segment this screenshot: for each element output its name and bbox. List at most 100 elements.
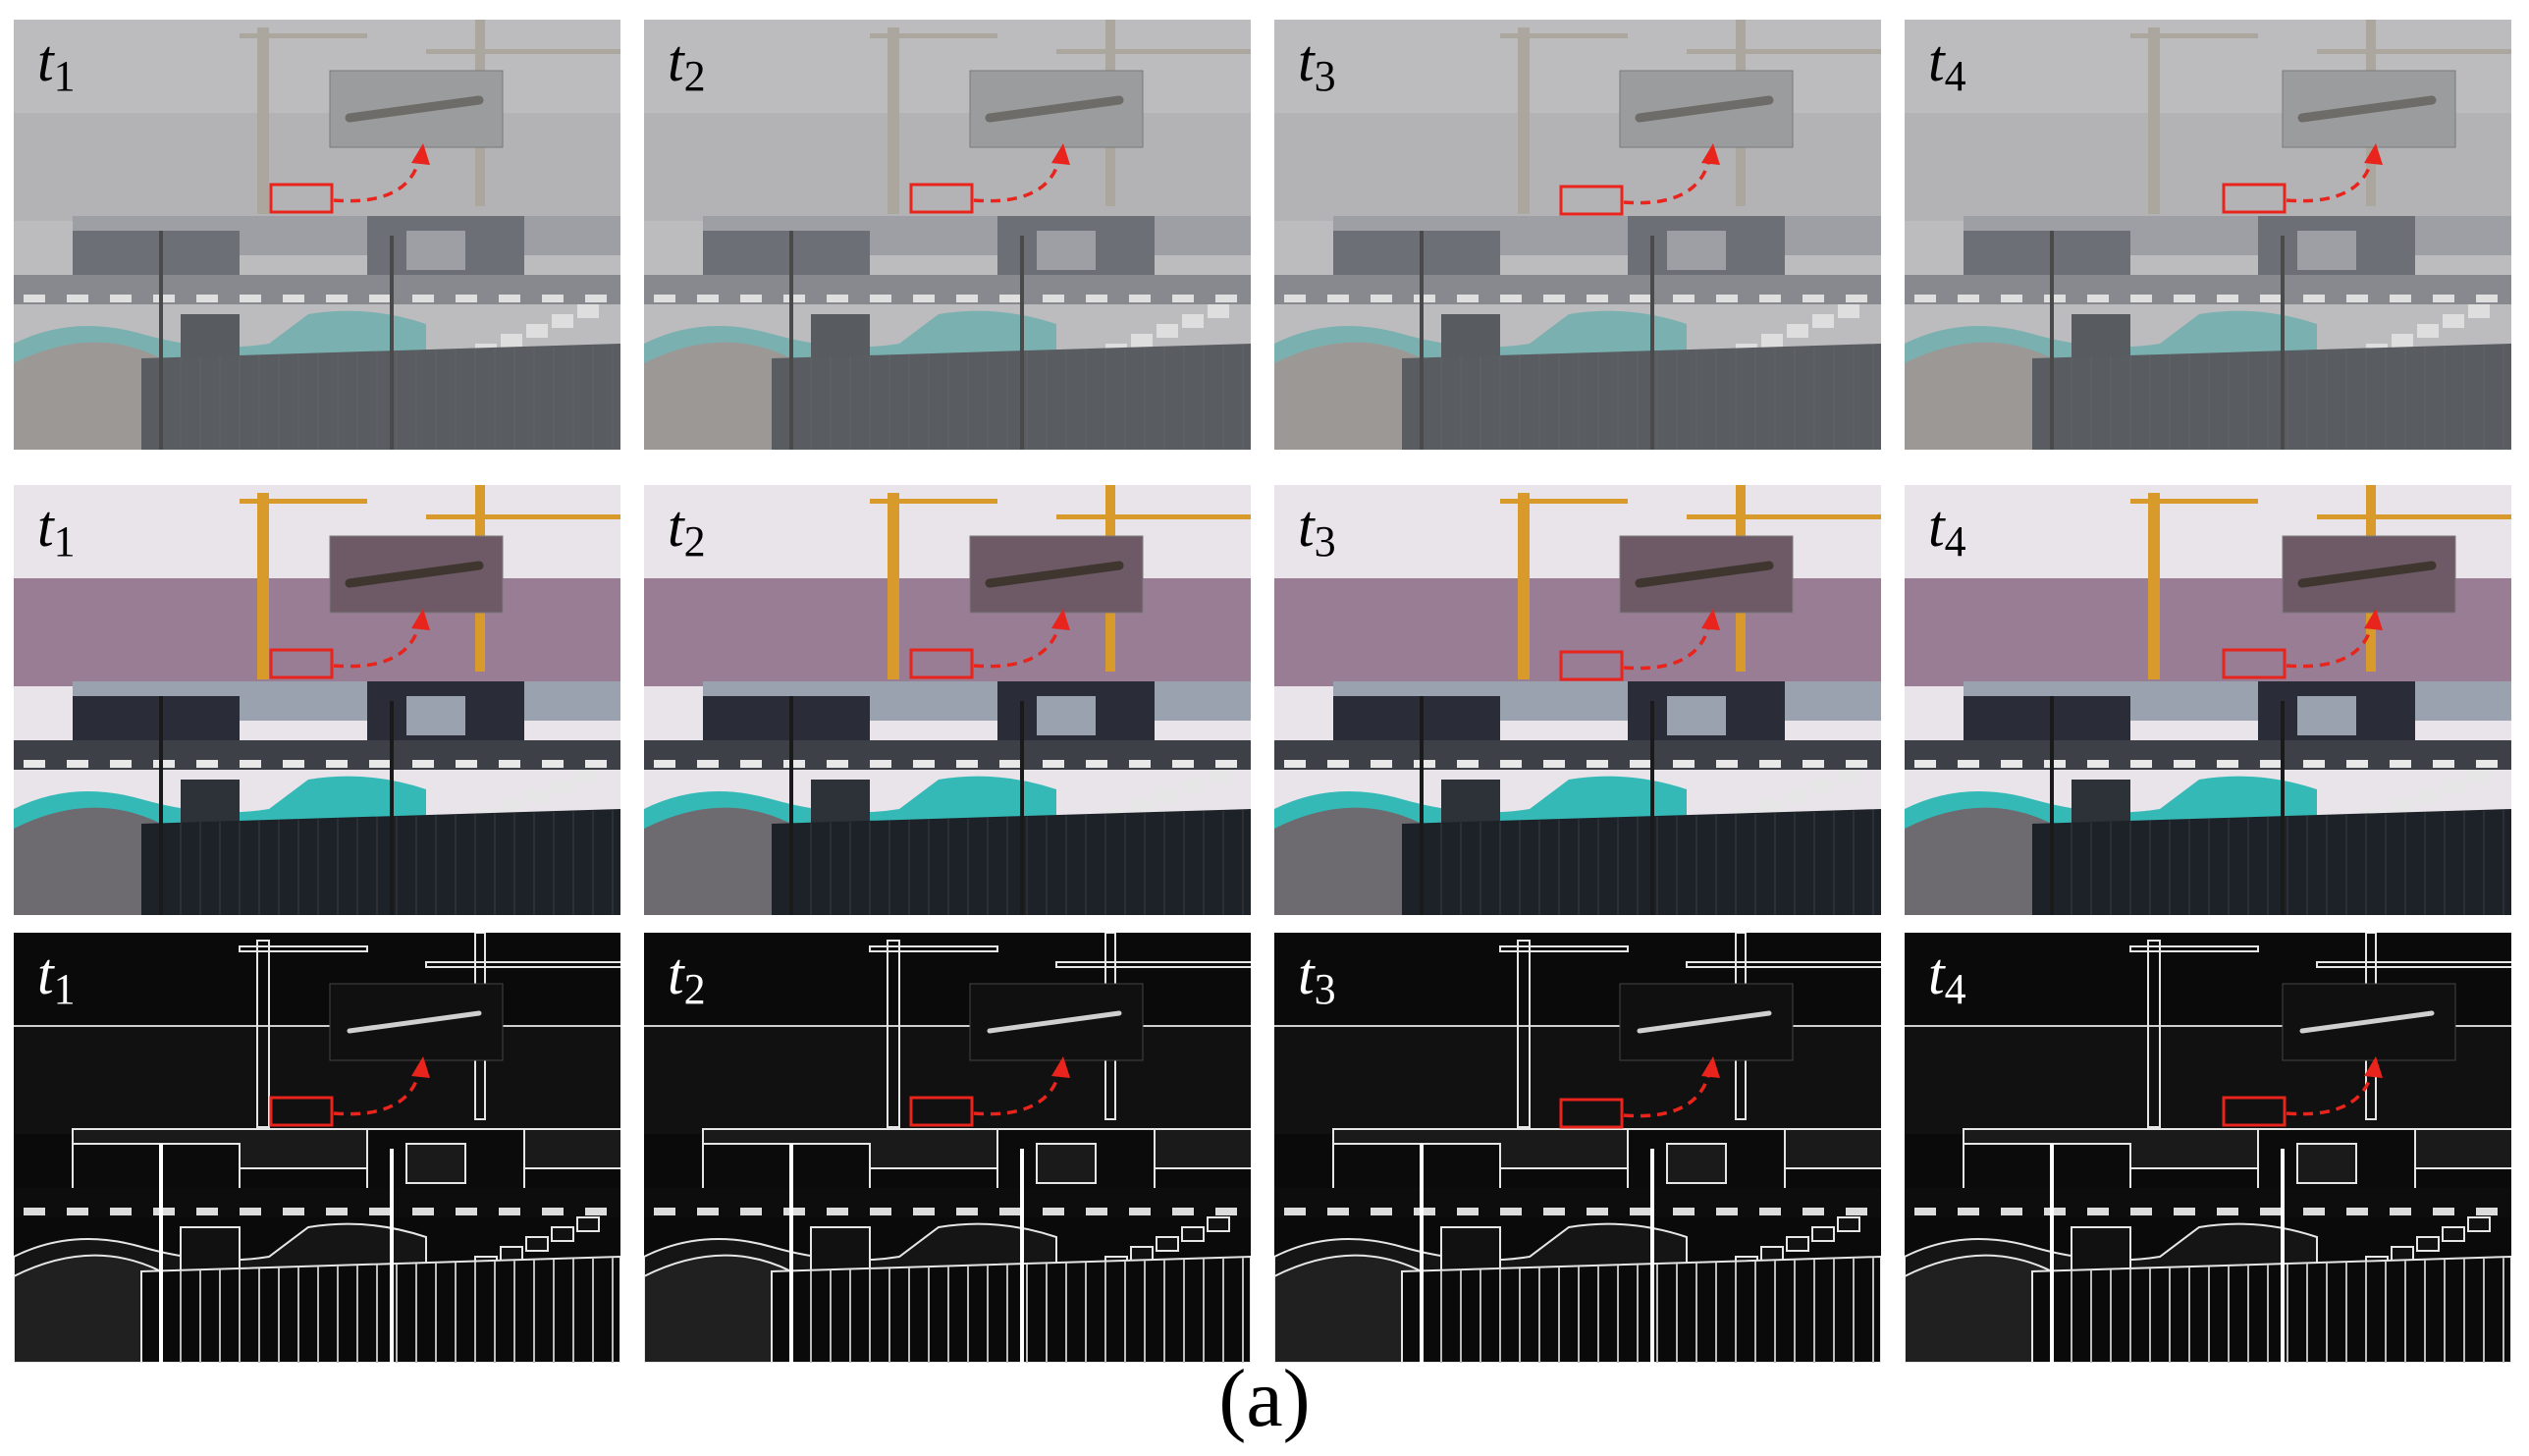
site-buildings <box>644 1128 1251 1217</box>
time-label-sub: 1 <box>53 52 76 100</box>
zoom-inset <box>969 70 1144 148</box>
time-label-var: t <box>1928 28 1945 93</box>
frame-dehazed-frames-2: t2 <box>644 485 1251 915</box>
zoom-highlight <box>2222 70 2456 214</box>
time-label: t3 <box>1298 944 1336 1011</box>
time-label-sub: 4 <box>1944 52 1966 100</box>
frame-edge-frames-2: t2 <box>644 933 1251 1363</box>
frame-image <box>1274 933 1881 1363</box>
pointer-arrow <box>1623 609 1720 671</box>
time-label-var: t <box>668 28 684 93</box>
scene <box>644 485 1251 915</box>
time-label-sub: 2 <box>683 517 706 566</box>
zoom-inset <box>2282 983 2456 1061</box>
site-fence <box>1402 696 1881 915</box>
region-box <box>1559 1098 1624 1129</box>
scene <box>644 20 1251 450</box>
frame-image <box>14 933 620 1363</box>
frame-image <box>1905 485 2511 915</box>
frame-dehazed-frames-1: t1 <box>14 485 620 915</box>
site-fence <box>140 1144 620 1363</box>
region-box <box>2222 1096 2287 1127</box>
zoom-highlight <box>909 983 1144 1127</box>
frame-hazy-frames-3: t3 <box>1274 20 1881 450</box>
scene <box>1905 20 2511 450</box>
scene <box>1274 933 1881 1363</box>
pointer-arrow <box>2286 1056 2383 1116</box>
time-label: t3 <box>1298 31 1336 98</box>
zoom-inset <box>329 535 504 614</box>
pointer-arrow <box>973 609 1070 669</box>
pointer-arrow <box>333 143 430 203</box>
site-fence <box>1401 1144 1881 1363</box>
frame-dehazed-frames-4: t4 <box>1905 485 2511 915</box>
time-label-var: t <box>37 942 54 1006</box>
site-buildings <box>644 216 1251 304</box>
site-buildings <box>1274 1128 1881 1217</box>
time-label-sub: 4 <box>1944 965 1966 1013</box>
scene <box>644 933 1251 1363</box>
frame-edge-frames-3: t3 <box>1274 933 1881 1363</box>
time-label-var: t <box>1298 494 1315 559</box>
frame-image <box>644 485 1251 915</box>
time-label: t1 <box>37 944 76 1011</box>
pointer-arrow <box>333 1056 430 1116</box>
time-label: t4 <box>1928 31 1966 98</box>
time-label: t2 <box>668 497 706 564</box>
pointer-arrow <box>973 1056 1070 1116</box>
time-label: t1 <box>37 497 76 564</box>
time-label: t2 <box>668 944 706 1011</box>
zoom-inset <box>1619 535 1794 614</box>
pointer-arrow <box>333 609 430 669</box>
frame-image <box>1274 20 1881 450</box>
zoom-highlight <box>1559 983 1794 1129</box>
zoom-inset <box>1619 983 1794 1061</box>
time-label-sub: 2 <box>683 52 706 100</box>
frame-dehazed-frames-3: t3 <box>1274 485 1881 915</box>
pointer-arrow <box>1623 1056 1720 1118</box>
region-box <box>269 1096 334 1127</box>
zoom-highlight <box>909 535 1144 679</box>
time-label: t2 <box>668 31 706 98</box>
pointer-arrow <box>2286 143 2383 203</box>
time-label-sub: 3 <box>1314 965 1336 1013</box>
region-box <box>909 648 974 679</box>
site-fence <box>2032 231 2511 450</box>
site-fence <box>2031 1144 2511 1363</box>
zoom-inset <box>1619 70 1794 148</box>
site-buildings <box>14 216 620 304</box>
zoom-inset <box>969 983 1144 1061</box>
zoom-inset <box>329 983 504 1061</box>
site-fence <box>2032 696 2511 915</box>
frame-image <box>1274 485 1881 915</box>
time-label-var: t <box>668 494 684 559</box>
time-label-var: t <box>37 494 54 559</box>
zoom-inset <box>969 535 1144 614</box>
time-label: t3 <box>1298 497 1336 564</box>
zoom-highlight <box>269 70 504 214</box>
frame-hazy-frames-2: t2 <box>644 20 1251 450</box>
frame-image <box>1905 20 2511 450</box>
site-fence <box>141 231 620 450</box>
site-fence <box>141 696 620 915</box>
region-box <box>909 1096 974 1127</box>
frame-edge-frames-1: t1 <box>14 933 620 1363</box>
site-fence <box>772 231 1251 450</box>
time-label-sub: 4 <box>1944 517 1966 566</box>
time-label-var: t <box>1928 494 1945 559</box>
scene <box>1274 20 1881 450</box>
time-label-var: t <box>668 942 684 1006</box>
region-box <box>269 183 334 214</box>
zoom-inset <box>2282 535 2456 614</box>
pointer-arrow <box>973 143 1070 203</box>
site-buildings <box>1905 1128 2511 1217</box>
region-box <box>1559 650 1624 681</box>
time-label-sub: 3 <box>1314 517 1336 566</box>
frame-image <box>1905 933 2511 1363</box>
frame-hazy-frames-4: t4 <box>1905 20 2511 450</box>
zoom-highlight <box>1559 70 1794 216</box>
pointer-arrow <box>2286 609 2383 669</box>
zoom-inset <box>329 70 504 148</box>
frame-image <box>644 933 1251 1363</box>
frame-image <box>14 20 620 450</box>
